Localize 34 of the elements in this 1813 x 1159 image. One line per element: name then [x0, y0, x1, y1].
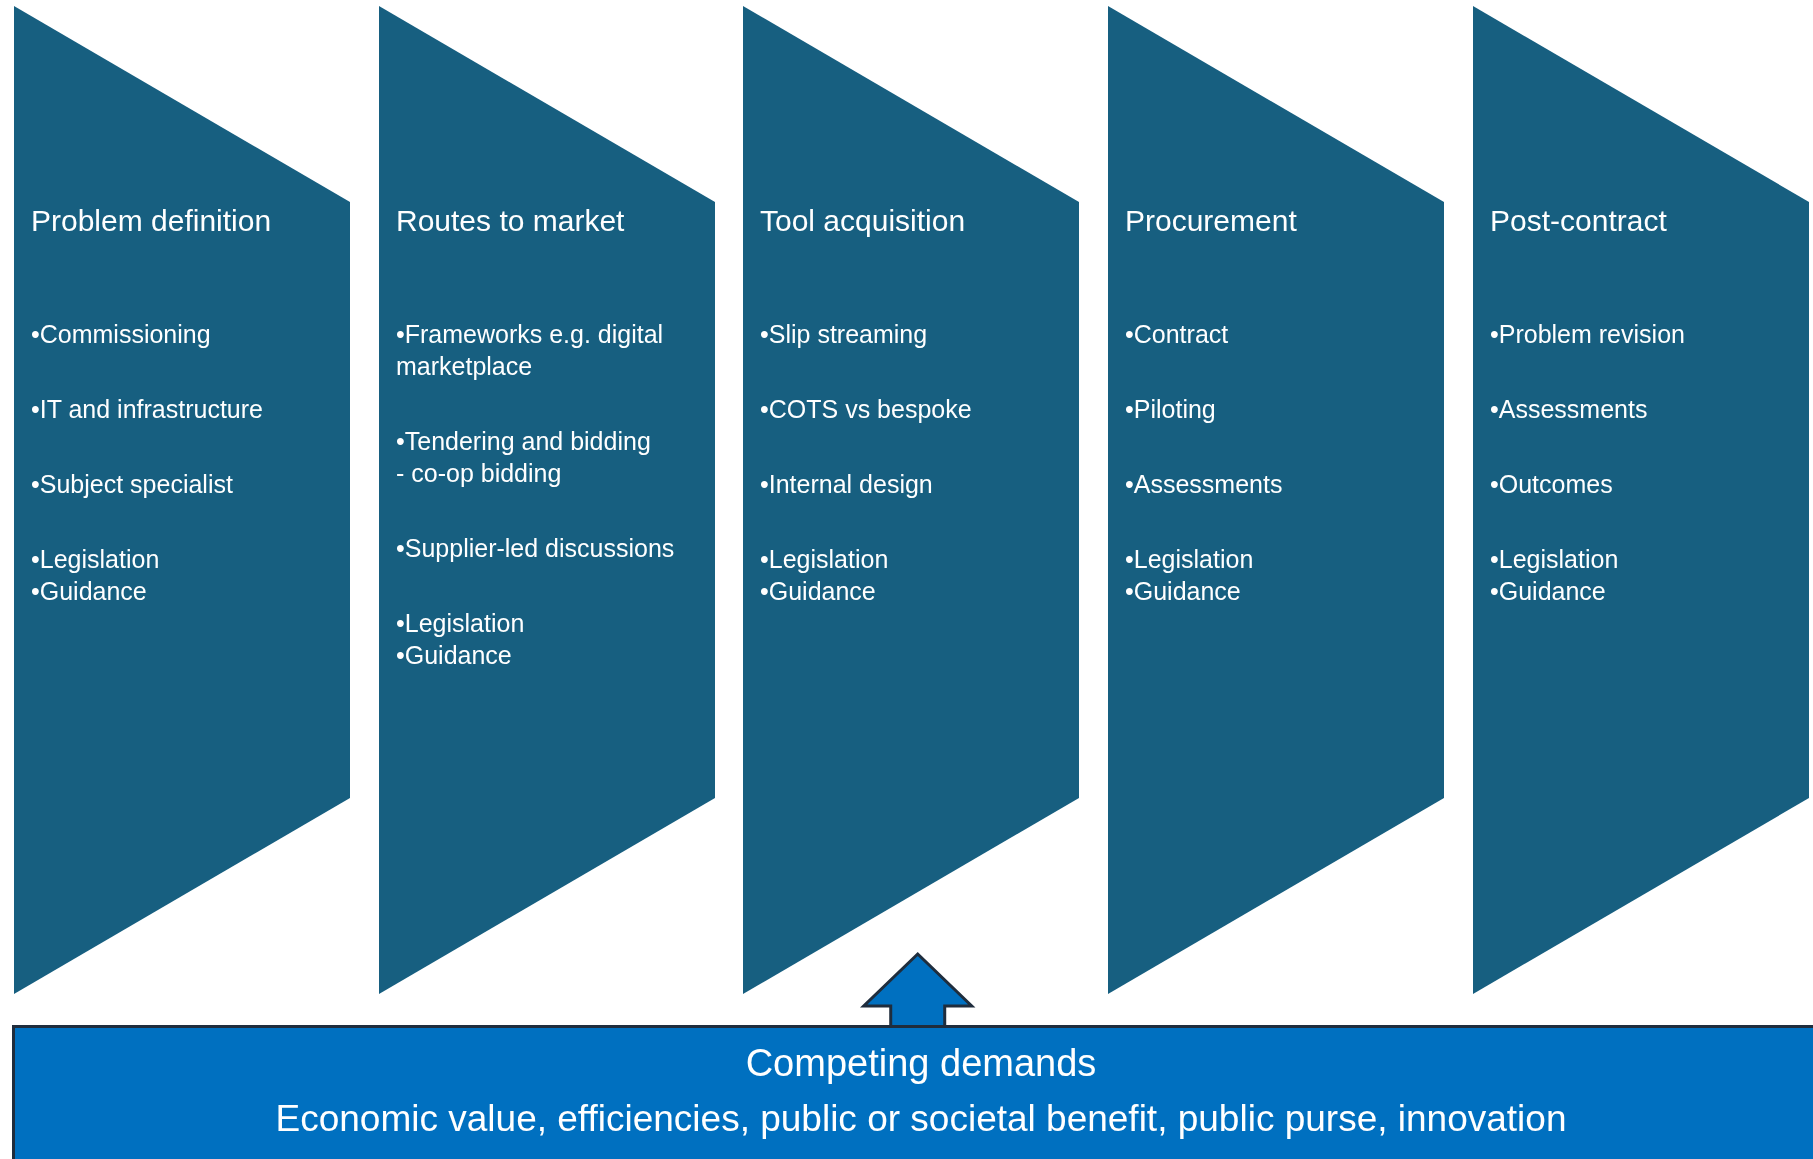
bullet-item: •Guidance [1125, 576, 1242, 607]
bullet-item: •Guidance [1490, 576, 1607, 607]
stage-title: Procurement [1125, 204, 1297, 238]
bullet-item: •Slip streaming [760, 319, 929, 350]
bullet-item: •Guidance [760, 576, 877, 607]
bullet-item: •Piloting [1125, 394, 1217, 425]
bullet-item: •Legislation [396, 608, 526, 639]
stage-title: Routes to market [396, 204, 625, 238]
stage-title: Problem definition [31, 204, 272, 238]
bullet-item: •Legislation [1125, 544, 1255, 575]
banner-heading: Competing demands [744, 1042, 1098, 1085]
bullet-item: •Outcomes [1490, 469, 1614, 500]
bullet-item: •Assessments [1125, 469, 1284, 500]
bullet-item: - co-op bidding [396, 458, 563, 489]
bullet-item: •Assessments [1490, 394, 1649, 425]
bullet-item: •Subject specialist [31, 469, 234, 500]
bullet-item: •Commissioning [31, 319, 212, 350]
stage-title: Tool acquisition [760, 204, 966, 238]
bullet-item: •IT and infrastructure [31, 394, 264, 425]
banner-text: Economic value, efficiencies, public or societal benefit, public purse, innovation [274, 1098, 1568, 1140]
bullet-item: •Guidance [396, 640, 513, 671]
stage-title: Post-contract [1490, 204, 1667, 238]
bullet-item: •Internal design [760, 469, 934, 500]
bullet-item: •COTS vs bespoke [760, 394, 973, 425]
bullet-item: •Supplier-led discussions [396, 533, 676, 564]
bullet-item: •Legislation [31, 544, 161, 575]
bullet-item: •Legislation [760, 544, 890, 575]
bullet-item: •Legislation [1490, 544, 1620, 575]
bullet-item: •Guidance [31, 576, 148, 607]
banner-box [12, 1025, 1813, 1159]
bullet-item: •Frameworks e.g. digital marketplace [396, 319, 665, 382]
bullet-item: •Problem revision [1490, 319, 1686, 350]
bullet-item: •Contract [1125, 319, 1230, 350]
bullet-item: •Tendering and bidding [396, 426, 652, 457]
